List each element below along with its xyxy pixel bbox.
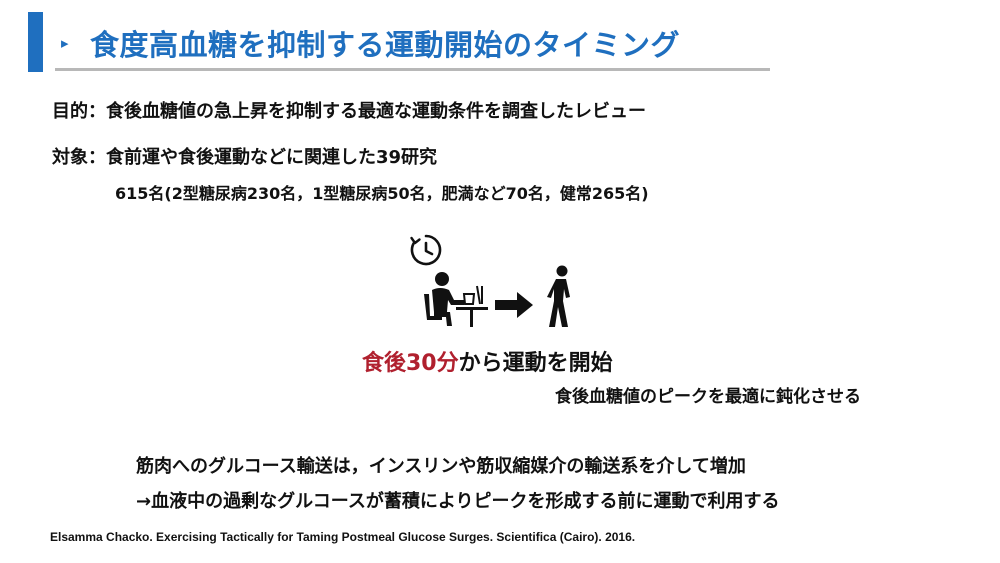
clock-icon <box>410 234 442 266</box>
explanation-line-1: 筋肉へのグルコース輸送は，インスリンや筋収縮媒介の輸送系を介して増加 <box>136 456 746 477</box>
finding-caption: 食後30分から運動を開始 <box>362 345 613 377</box>
subjects-row: 対象：食前運や食後運動などに関連した39研究 <box>52 143 437 169</box>
explanation-line-2: →血液中の過剰なグルコースが蓄積によりピークを形成する前に運動で利用する <box>136 491 780 512</box>
citation: Elsamma Chacko. Exercising Tactically fo… <box>50 530 636 544</box>
person-walking-icon <box>547 265 570 327</box>
title-area: ▸ 食度高血糖を抑制する運動開始のタイミング <box>55 14 770 69</box>
finding-effect: 食後血糖値のピークを最適に鈍化させる <box>555 387 861 407</box>
finding-text: から運動を開始 <box>458 351 613 376</box>
page-title: 食度高血糖を抑制する運動開始のタイミング <box>90 28 681 62</box>
title-underline <box>55 68 770 71</box>
title-accent-bar <box>28 12 43 72</box>
arrow-right-icon <box>495 292 533 318</box>
purpose-label: 目的： <box>52 101 106 122</box>
subjects-studies: 食前運や食後運動などに関連した39研究 <box>106 147 438 168</box>
purpose-text: 食後血糖値の急上昇を抑制する最適な運動条件を調査したレビュー <box>106 101 646 122</box>
finding-highlight: 食後30分 <box>362 351 459 376</box>
subjects-label: 対象： <box>52 147 106 168</box>
purpose-row: 目的：食後血糖値の急上昇を抑制する最適な運動条件を調査したレビュー <box>52 97 646 123</box>
person-eating-icon <box>424 272 488 327</box>
title-marker-icon: ▸ <box>61 34 69 52</box>
subjects-breakdown: 615名(2型糖尿病230名，1型糖尿病50名，肥満など70名，健常265名) <box>115 184 649 203</box>
